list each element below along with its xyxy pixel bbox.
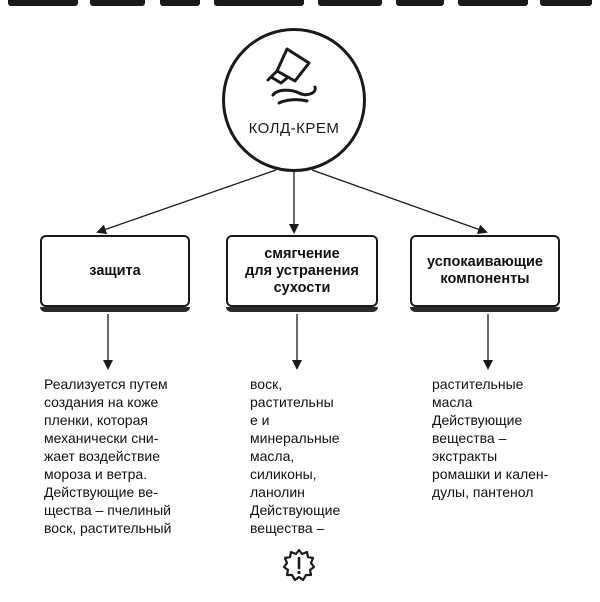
branch-title-soothing: успокаивающие компоненты — [427, 254, 543, 287]
branch-desc-soothing: растительные масла Действующие вещества … — [432, 376, 549, 500]
branch-desc-softening: воск, растительны е и минеральные масла,… — [250, 376, 341, 536]
arrow-hub-to-left — [96, 169, 277, 235]
arrow-hub-to-right — [311, 169, 488, 235]
top-cropped-header — [0, 0, 600, 10]
branch-title-protection: защита — [89, 262, 141, 279]
branch-box-softening: смягчение для устранения сухости — [226, 235, 378, 312]
exclamation-gear-icon — [282, 548, 316, 582]
branch-box-protection: защита — [40, 235, 190, 312]
branch-desc-protection: Реализуется путем создания на коже пленк… — [44, 376, 172, 536]
hub-label: КОЛД-КРЕМ — [248, 120, 340, 137]
branch-title-softening: смягчение для устранения сухости — [245, 245, 359, 296]
branch-box-soothing: успокаивающие компоненты — [410, 235, 560, 312]
cream-tube-icon — [266, 47, 317, 105]
hub-circle: КОЛД-КРЕМ — [222, 28, 366, 172]
